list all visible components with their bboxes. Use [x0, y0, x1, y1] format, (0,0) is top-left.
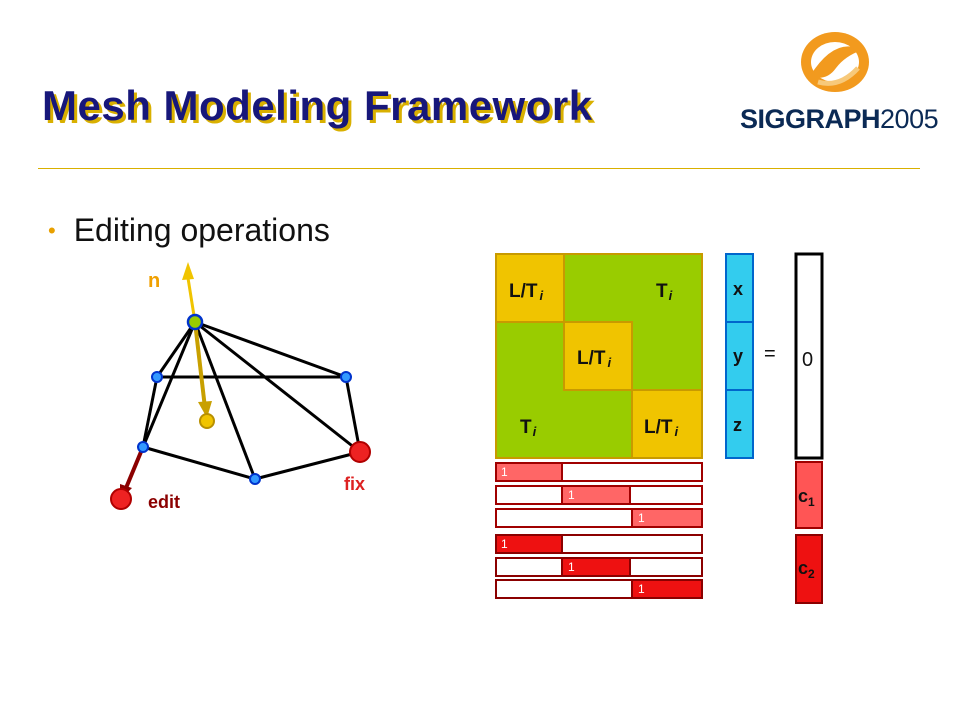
vector-x: x [733, 279, 743, 299]
target-point [199, 413, 215, 429]
fix-label: fix [344, 474, 365, 494]
siggraph-swirl-icon [801, 32, 869, 92]
siggraph-logo: SIGGRAPH2005 [740, 26, 939, 136]
mesh-vertex [249, 473, 261, 485]
edit-handle [110, 488, 132, 510]
lt-block-1 [495, 253, 565, 323]
logo-brand: SIGGRAPH [740, 104, 881, 134]
constraint-rows-light [495, 462, 703, 528]
edit-arrow [124, 446, 145, 489]
rhs-c1: c1 [798, 486, 815, 509]
normal-arrowhead-icon [182, 262, 194, 280]
bullet-dot-icon: • [48, 217, 56, 243]
unknown-vector [725, 253, 754, 459]
mesh-vertex [340, 371, 352, 383]
constraint-one: 1 [638, 582, 645, 596]
constraint-one: 1 [638, 511, 645, 525]
mesh-vertex [137, 441, 149, 453]
delta-arrow [193, 321, 207, 409]
rhs-c1-block [795, 461, 823, 529]
rhs-c2-block [795, 534, 823, 604]
t-label-lower: Ti [520, 417, 537, 439]
constraint-one: 1 [501, 537, 508, 551]
constraint-one: 1 [568, 488, 575, 502]
vector-y: y [733, 346, 743, 366]
bullet-text: Editing operations [73, 212, 330, 248]
mesh-edges [141, 320, 362, 481]
rhs-zero-block [794, 252, 824, 460]
center-vertex [186, 313, 204, 331]
t-label-upper: Ti [656, 281, 673, 303]
lt-block-3 [631, 389, 703, 459]
bullet-item: • Editing operations [48, 212, 330, 249]
mesh-vertex [151, 371, 163, 383]
constraint-rows-dark [495, 534, 703, 599]
vector-z: z [733, 415, 742, 435]
equals-sign: = [764, 343, 776, 365]
constraint-one: 1 [501, 465, 508, 479]
slide-title: Mesh Modeling Framework [42, 82, 593, 129]
delta-arrowhead-icon [198, 401, 212, 418]
lt-block-2 [563, 321, 633, 391]
logo-year: 2005 [880, 104, 939, 134]
rhs-zero: 0 [802, 349, 813, 371]
title-divider [38, 168, 920, 169]
edit-label: edit [148, 492, 180, 512]
rhs-c2: c2 [798, 558, 815, 581]
constraint-one: 1 [568, 560, 575, 574]
normal-label: n [148, 270, 160, 292]
fix-handle [349, 441, 371, 463]
